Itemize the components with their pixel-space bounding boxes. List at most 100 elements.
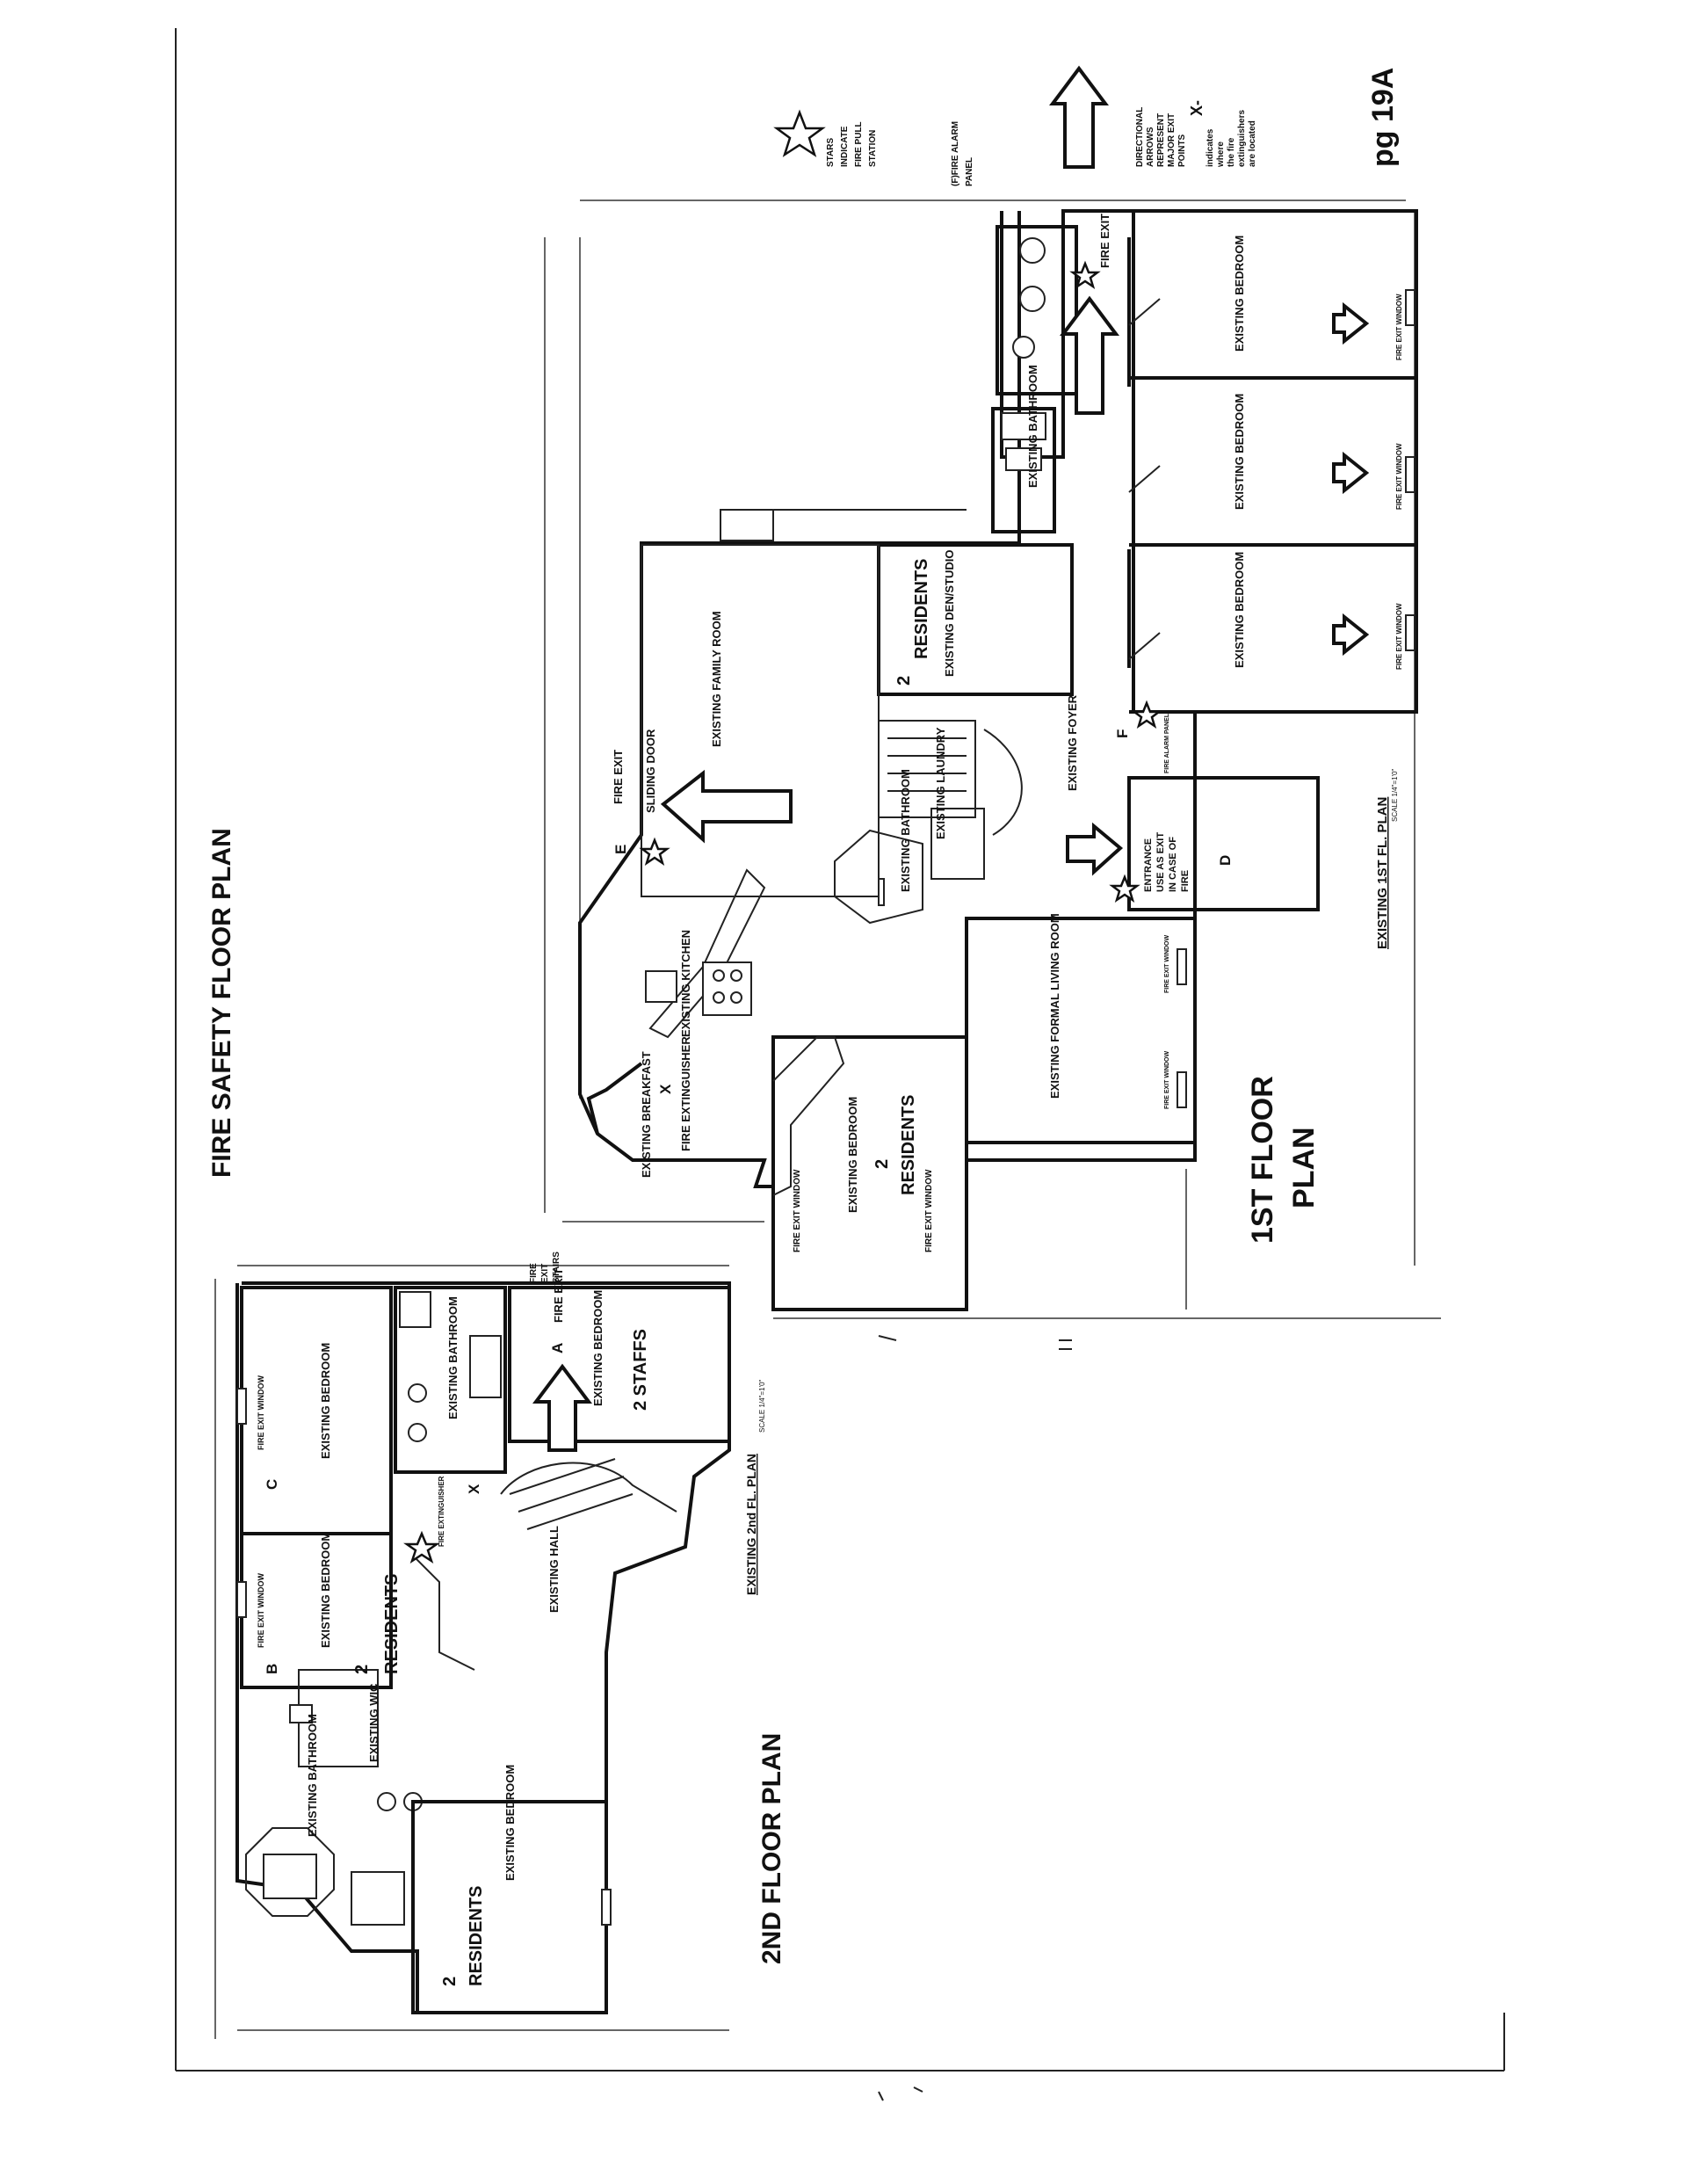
first-floor-bedroom-3: EXISTING BEDROOM: [1233, 552, 1246, 668]
first-floor-bedroom-left-window-1: FIRE EXIT WINDOW: [793, 1169, 802, 1252]
first-floor-small-bath: EXISTING BATHROOM: [899, 769, 912, 892]
legend-arrow-icon: [1049, 65, 1109, 169]
exit-arrow-icon: [532, 1363, 592, 1452]
first-floor-family-room: EXISTING FAMILY ROOM: [710, 611, 723, 747]
legend-arrows-line4: MAJOR EXIT: [1167, 113, 1177, 167]
legend-arrows-line2: ARROWS: [1146, 127, 1155, 167]
legend-star-icon: [773, 109, 826, 157]
first-floor-exit-markers: [639, 260, 1370, 903]
legend-fire-alarm-line1: (F)FIRE ALARM: [951, 121, 960, 186]
first-floor-fire-exit-side: FIRE EXIT: [612, 750, 625, 804]
first-floor-den: EXISTING DEN/STUDIO: [943, 550, 956, 677]
first-floor-sliding-door: SLIDING DOOR: [644, 729, 657, 813]
second-floor-fire-extinguisher: FIRE EXTINGUISHER: [438, 1476, 445, 1547]
second-floor-b-residents: RESIDENTS: [382, 1574, 402, 1674]
first-floor-bedroom-left-count: 2: [872, 1159, 892, 1169]
first-floor-laundry: EXISTING LAUNDRY: [934, 727, 947, 839]
legend-x-line1: indicates: [1206, 128, 1215, 167]
legend-arrows-line3: REPRESENT: [1156, 113, 1166, 167]
second-floor-letter-b: B: [264, 1664, 280, 1674]
fire-pull-star-icon: [1131, 700, 1162, 729]
first-floor-bedroom-2: EXISTING BEDROOM: [1233, 394, 1246, 510]
second-floor-letter-c: C: [264, 1479, 280, 1490]
second-floor-staffs: 2 STAFFS: [631, 1329, 650, 1411]
second-floor-b-residents-count: 2: [352, 1665, 372, 1674]
first-floor-x-mark: X: [657, 1084, 674, 1094]
first-floor-foyer: EXISTING FOYER: [1066, 694, 1079, 791]
svg-text:STARS INDICATE FIR: STARS INDICATE FIRE PULL STATION: [826, 120, 878, 167]
exit-arrow-icon: [1332, 301, 1370, 345]
exit-arrow-icon: [1060, 295, 1119, 415]
first-floor-letter-d: D: [1217, 855, 1234, 866]
second-floor-bathroom: EXISTING BATHROOM: [446, 1296, 460, 1419]
entrance-line4: FIRE: [1180, 870, 1191, 892]
first-floor-scale: SCALE 1/4"=1'0": [1391, 768, 1399, 822]
stairs-line1: FIRE: [529, 1263, 539, 1283]
page-number: pg 19A: [1366, 68, 1400, 167]
second-floor-bathroom2: EXISTING BATHROOM: [306, 1714, 319, 1837]
second-floor-caption: EXISTING 2nd FL. PLAN: [744, 1454, 758, 1595]
legend: STARS INDICATE FIRE PULL STATION (F)FIRE…: [773, 65, 1257, 186]
second-floor-master-count: 2: [440, 1977, 460, 1986]
second-floor-scale: SCALE 1/4"=1'0": [758, 1379, 766, 1433]
second-floor-exit-markers: [403, 1363, 592, 1564]
first-floor-letter-f: F: [1114, 729, 1131, 738]
stairs-line3: STAIRS: [552, 1252, 561, 1283]
entrance-line2: USE AS EXIT: [1155, 832, 1166, 892]
first-floor-bedroom-left: EXISTING BEDROOM: [846, 1097, 859, 1213]
second-floor-fire-exit: FIRE EXIT: [552, 1268, 565, 1323]
first-floor-labels: 1ST FLOOR PLAN EXISTING 1ST FL. PLAN SCA…: [612, 214, 1403, 1252]
legend-stars-line3: FIRE PULL: [854, 121, 864, 167]
fire-pull-star-icon: [1069, 260, 1101, 289]
first-floor-fire-exit-window-3: FIRE EXIT WINDOW: [1395, 603, 1403, 670]
legend-x-line3: the fire: [1227, 137, 1236, 167]
first-floor-plan: [544, 200, 1441, 1319]
first-floor-letter-e: E: [612, 845, 629, 854]
first-floor-living: EXISTING FORMAL LIVING ROOM: [1048, 913, 1061, 1099]
second-floor-bedroom-b-window: FIRE EXIT WINDOW: [257, 1573, 265, 1649]
legend-arrows-line1: DIRECTIONAL: [1135, 107, 1145, 167]
first-floor-fire-exit-top: FIRE EXIT: [1098, 214, 1111, 268]
svg-text:(F)FIRE ALARM PANEL: (F)FIRE ALARM PANEL: [951, 119, 974, 186]
svg-text:indicates where th: indicates where the fire extinguishers a…: [1206, 107, 1257, 168]
second-floor-wic: EXISTING WIC: [367, 1683, 380, 1762]
scan-marks: [878, 1335, 1072, 2101]
entrance-line1: ENTRANCE: [1143, 838, 1154, 892]
legend-arrows-line5: POINTS: [1177, 134, 1187, 167]
first-floor-kitchen: EXISTING KITCHEN: [679, 930, 692, 1037]
page-title: FIRE SAFETY FLOOR PLAN: [207, 828, 236, 1178]
second-floor-bedroom-c-window: FIRE EXIT WINDOW: [257, 1375, 265, 1451]
stairs-line2: EXIT: [540, 1264, 550, 1283]
second-floor-x-mark: X: [466, 1484, 482, 1494]
second-floor-hall: EXISTING HALL: [547, 1526, 561, 1613]
second-floor-labels: 2ND FLOOR PLAN EXISTING 2nd FL. PLAN SCA…: [257, 1252, 786, 1986]
second-floor-master-residents: RESIDENTS: [467, 1886, 486, 1986]
svg-text:FIRE EXIT STAIRS: FIRE EXIT STAIRS: [529, 1252, 561, 1283]
exit-arrow-icon: [1332, 613, 1370, 657]
svg-text:ENTRANCE USE AS EXIT: ENTRANCE USE AS EXIT IN CASE OF FIRE: [1143, 830, 1191, 892]
exit-arrow-icon: [1066, 822, 1124, 876]
legend-x-line2: where: [1216, 141, 1226, 168]
second-floor-plan: [214, 1265, 731, 2039]
second-floor-letter-a: A: [549, 1343, 566, 1353]
first-floor-breakfast: EXISTING BREAKFAST: [640, 1051, 653, 1178]
legend-stars-line1: STARS: [826, 138, 836, 167]
exit-arrow-icon: [660, 769, 793, 844]
fire-pull-star-icon: [639, 837, 670, 866]
second-floor-bedroom-b: EXISTING BEDROOM: [319, 1532, 332, 1648]
legend-fire-alarm-line2: PANEL: [965, 157, 974, 186]
second-floor-master: EXISTING BEDROOM: [503, 1765, 517, 1881]
fire-pull-star-icon: [403, 1530, 440, 1564]
first-floor-heading-line1: 1ST FLOOR: [1246, 1076, 1279, 1244]
legend-x-prefix: X-: [1188, 100, 1206, 116]
first-floor-living-window-1: FIRE EXIT WINDOW: [1164, 935, 1170, 994]
first-floor-bedroom-1: EXISTING BEDROOM: [1233, 236, 1246, 352]
second-floor-heading: 2ND FLOOR PLAN: [757, 1733, 786, 1964]
first-floor-bedroom-left-residents: RESIDENTS: [899, 1095, 918, 1195]
second-floor-bedroom-c: EXISTING BEDROOM: [319, 1343, 332, 1459]
first-floor-bathroom: EXISTING BATHROOM: [1026, 365, 1039, 488]
first-floor-heading-line2: PLAN: [1287, 1127, 1321, 1208]
legend-stars-line4: STATION: [868, 130, 878, 167]
first-floor-den-residents-count: 2: [894, 676, 914, 686]
legend-x-line4: extinguishers: [1237, 110, 1247, 167]
